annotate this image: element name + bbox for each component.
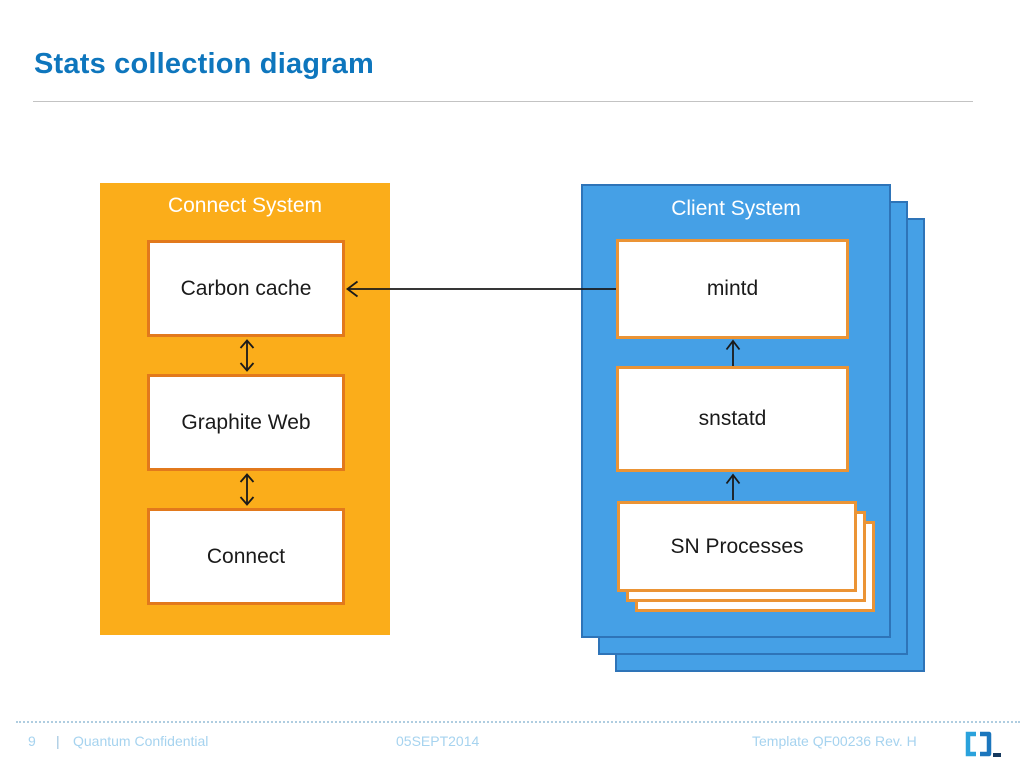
title-divider bbox=[33, 101, 973, 102]
footer-confidential: Quantum Confidential bbox=[73, 733, 209, 749]
footer-template-ref: Template QF00236 Rev. H bbox=[752, 733, 917, 749]
footer-divider bbox=[16, 721, 1020, 723]
footer-page-number: 9 bbox=[28, 733, 36, 749]
page-title: Stats collection diagram bbox=[34, 48, 374, 80]
node-carbon-cache: Carbon cache bbox=[147, 240, 345, 337]
node-sn-processes: SN Processes bbox=[617, 501, 857, 592]
client-system-title: Client System bbox=[671, 197, 801, 220]
node-snstatd-label: snstatd bbox=[698, 407, 767, 430]
node-mintd: mintd bbox=[616, 239, 849, 339]
footer-date: 05SEPT2014 bbox=[396, 733, 480, 749]
quantum-brackets-logo-icon bbox=[965, 731, 1001, 757]
node-graphite-web: Graphite Web bbox=[147, 374, 345, 471]
node-mintd-label: mintd bbox=[706, 277, 759, 300]
connect-system-title: Connect System bbox=[167, 194, 323, 217]
node-connect-label: Connect bbox=[206, 544, 286, 568]
node-snstatd: snstatd bbox=[616, 366, 849, 472]
node-carbon-cache-label: Carbon cache bbox=[180, 276, 312, 300]
footer-separator: | bbox=[56, 733, 60, 749]
node-connect: Connect bbox=[147, 508, 345, 605]
node-graphite-web-label: Graphite Web bbox=[181, 410, 311, 434]
node-sn-processes-label: SN Processes bbox=[670, 534, 804, 558]
